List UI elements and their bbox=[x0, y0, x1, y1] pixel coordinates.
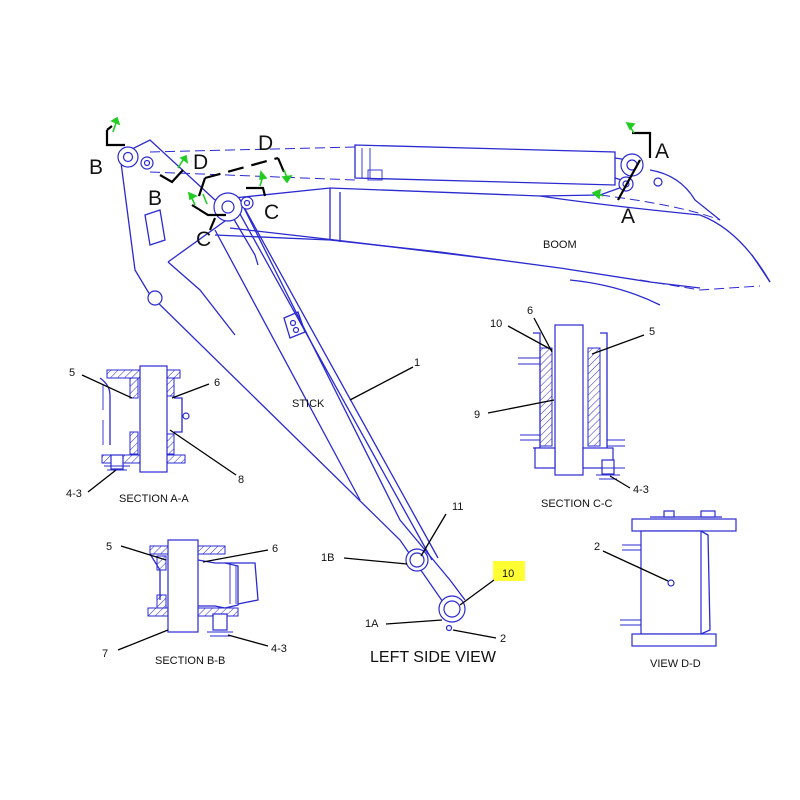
cc-callout-10: 10 bbox=[490, 318, 502, 330]
bb-callout-6: 6 bbox=[272, 543, 278, 555]
section-c-c: 10 6 5 9 4-3 SECTION C-C bbox=[474, 305, 655, 510]
section-a-a: 5 6 8 4-3 SECTION A-A bbox=[66, 365, 244, 505]
section-letters: B B D D C C A A bbox=[89, 132, 669, 251]
callout-11: 11 bbox=[452, 501, 463, 513]
callout-1b: 1B bbox=[321, 552, 334, 564]
section-markers bbox=[105, 125, 652, 231]
aa-callout-5: 5 bbox=[69, 367, 75, 379]
callout-2-stick: 2 bbox=[500, 633, 506, 645]
section-letter-d-right: D bbox=[258, 132, 273, 155]
view-arrows bbox=[110, 116, 636, 206]
section-letter-c-left: C bbox=[196, 228, 211, 251]
section-a-a-caption: SECTION A-A bbox=[119, 493, 189, 505]
section-b-b-caption: SECTION B-B bbox=[155, 655, 225, 667]
aa-callout-6: 6 bbox=[214, 377, 220, 389]
callout-10-highlighted[interactable]: 10 bbox=[502, 568, 514, 580]
boom-drawing bbox=[149, 144, 771, 306]
bb-callout-5: 5 bbox=[106, 541, 112, 553]
callout-1: 1 bbox=[414, 357, 420, 369]
section-letter-d-left: D bbox=[193, 151, 208, 174]
section-letter-a-lower: A bbox=[621, 205, 635, 228]
view-d-d-caption: VIEW D-D bbox=[650, 658, 701, 670]
section-letter-a-top: A bbox=[655, 140, 669, 163]
bb-callout-4-3: 4-3 bbox=[271, 643, 287, 655]
section-letter-b-top: B bbox=[89, 156, 103, 179]
cc-callout-4-3: 4-3 bbox=[633, 484, 649, 496]
view-d-d: 2 VIEW D-D bbox=[594, 510, 737, 670]
highlight-box bbox=[493, 561, 525, 581]
callout-1a: 1A bbox=[365, 618, 379, 630]
cc-callout-5: 5 bbox=[649, 326, 655, 338]
bb-callout-7: 7 bbox=[102, 648, 108, 660]
stick-label: STICK bbox=[292, 398, 325, 410]
aa-callout-4-3: 4-3 bbox=[66, 488, 82, 500]
left-side-view-title: LEFT SIDE VIEW bbox=[370, 649, 497, 666]
section-b-b: 5 6 7 4-3 SECTION B-B bbox=[102, 539, 287, 667]
aa-callout-8: 8 bbox=[238, 474, 244, 486]
section-letter-b-lower: B bbox=[148, 187, 162, 210]
section-c-c-caption: SECTION C-C bbox=[541, 498, 613, 510]
boom-label: BOOM bbox=[543, 239, 577, 251]
cc-callout-9: 9 bbox=[474, 409, 480, 421]
stick-callouts: 1 11 1B 10 1A 2 bbox=[321, 357, 525, 645]
cc-callout-6: 6 bbox=[527, 305, 533, 317]
dd-callout-2: 2 bbox=[594, 541, 600, 553]
section-letter-c-right: C bbox=[264, 201, 279, 224]
